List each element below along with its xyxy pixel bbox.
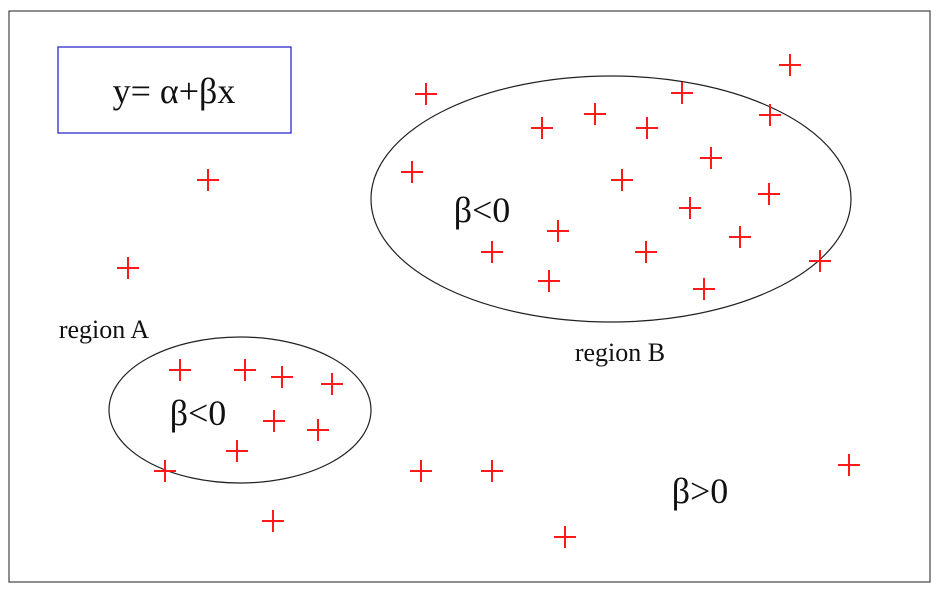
outside-condition: β>0: [672, 471, 729, 511]
data-point: [838, 454, 860, 476]
region-a-label: region A: [59, 315, 149, 344]
data-point: [415, 83, 437, 105]
data-point: [693, 278, 715, 300]
data-point: [117, 257, 139, 279]
data-point: [234, 359, 256, 381]
data-point: [779, 54, 801, 76]
data-point: [758, 183, 780, 205]
equation-box: [57, 46, 292, 134]
data-point: [679, 197, 701, 219]
data-point: [271, 366, 293, 388]
region-a-ellipse: [108, 336, 372, 484]
data-point: [554, 526, 576, 548]
data-point: [226, 440, 248, 462]
data-point: [759, 104, 781, 126]
data-point: [700, 147, 722, 169]
data-point: [531, 117, 553, 139]
data-point: [538, 270, 560, 292]
data-point: [635, 241, 657, 263]
data-point: [401, 161, 423, 183]
data-point: [321, 373, 343, 395]
region-b-condition: β<0: [454, 190, 511, 230]
data-point: [584, 103, 606, 125]
data-point: [197, 169, 219, 191]
data-point: [262, 510, 284, 532]
data-point: [307, 419, 329, 441]
data-points: [117, 54, 860, 548]
region-b-label: region B: [575, 338, 665, 367]
data-point: [809, 250, 831, 272]
data-point: [481, 241, 503, 263]
data-point: [611, 169, 633, 191]
region-b-ellipse: [370, 75, 852, 323]
data-point: [729, 226, 751, 248]
data-point: [263, 410, 285, 432]
data-point: [636, 117, 658, 139]
equation-text: y= α+βx: [113, 71, 236, 111]
data-point: [154, 460, 176, 482]
data-point: [671, 82, 693, 104]
data-point: [169, 359, 191, 381]
region-a-condition: β<0: [170, 393, 227, 433]
data-point: [481, 460, 503, 482]
data-point: [410, 460, 432, 482]
data-point: [547, 220, 569, 242]
